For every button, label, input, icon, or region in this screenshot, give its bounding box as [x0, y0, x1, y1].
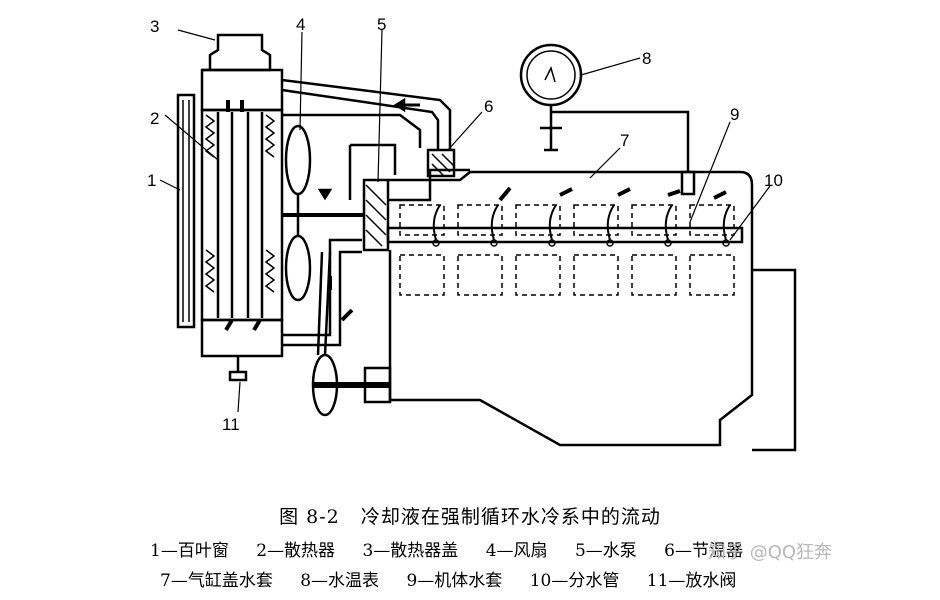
thermostat — [281, 78, 456, 178]
callout-3: 3 — [150, 17, 159, 36]
figure-number: 图 8-2 — [279, 506, 340, 528]
callout-7: 7 — [620, 131, 629, 150]
legend-item: 10—分水管 — [529, 571, 620, 591]
figure-caption: 图 8-2 冷却液在强制循环水冷系中的流动 — [0, 502, 940, 529]
watermark: 知乎 @QQ狂奔 — [708, 542, 833, 563]
louver-shutter — [176, 93, 196, 329]
callout-6: 6 — [484, 97, 493, 116]
figure-title: 冷却液在强制循环水冷系中的流动 — [360, 506, 661, 528]
callout-9: 9 — [730, 105, 739, 124]
legend-item: 11—放水阀 — [646, 571, 737, 591]
fan — [282, 124, 365, 302]
engine-block — [311, 170, 797, 452]
callout-5: 5 — [377, 15, 386, 34]
callout-2: 2 — [150, 109, 159, 128]
legend-item: 2—散热器 — [256, 541, 336, 561]
legend-item: 8—水温表 — [300, 571, 380, 591]
legend-row-1: 1—百叶窗 2—散热器 3—散热器盖 4—风扇 5—水泵 6—节温器 — [150, 536, 765, 561]
radiator — [200, 33, 284, 382]
legend-item: 4—风扇 — [485, 541, 548, 561]
legend-item: 5—水泵 — [574, 541, 637, 561]
legend-item: 1—百叶窗 — [150, 541, 229, 561]
callout-11: 11 — [222, 415, 240, 434]
legend-item: 6—节温器 — [664, 541, 743, 561]
callout-10: 10 — [764, 171, 783, 190]
callout-8: 8 — [642, 49, 651, 68]
legend-item: 7—气缸盖水套 — [160, 571, 273, 591]
legend-item: 3—散热器盖 — [362, 541, 459, 561]
legend-row-2: 7—气缸盖水套 8—水温表 9—机体水套 10—分水管 11—放水阀 — [160, 566, 758, 591]
flow-arrows — [224, 100, 731, 332]
callout-4: 4 — [296, 15, 305, 34]
legend-item: 9—机体水套 — [406, 571, 503, 591]
callout-labels: 3 2 1 4 5 6 7 8 9 10 11 — [147, 15, 783, 434]
water-pump — [362, 168, 470, 252]
callout-1: 1 — [147, 171, 156, 190]
